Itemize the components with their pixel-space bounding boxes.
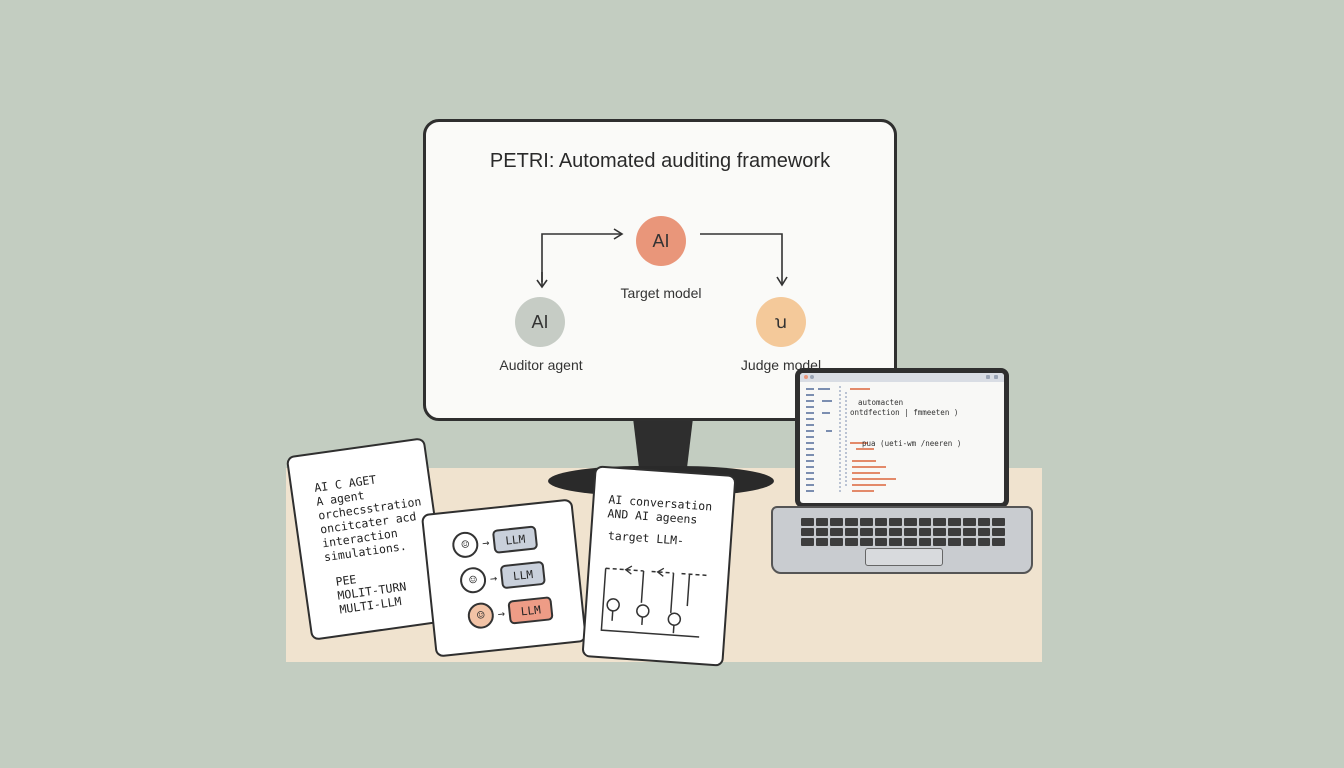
arrow-icon: → xyxy=(489,570,498,586)
judge-icon: ꭒ xyxy=(774,312,788,332)
user-icon: ☺ xyxy=(466,601,496,630)
conversation-sketch xyxy=(600,565,710,638)
target-model-node: AI xyxy=(636,216,686,266)
card-subtitle: target LLM- xyxy=(607,528,685,548)
laptop-base xyxy=(771,506,1033,574)
laptop-screen: automacten ontdfection | fmmeeten ) pua … xyxy=(795,368,1009,508)
target-model-label: Target model xyxy=(620,285,702,301)
ai-icon: AI xyxy=(531,311,549,332)
arrow-target-to-judge xyxy=(700,233,783,284)
editor-titlebar xyxy=(800,373,1004,382)
judge-model-node: ꭒ xyxy=(756,297,806,347)
code-lines xyxy=(806,386,896,494)
llm-users-card: ☺ → LLM ☺ → LLM ☺ → LLM xyxy=(420,498,588,658)
code-line: automacten xyxy=(858,398,904,407)
flow-arrows xyxy=(536,228,788,289)
llm-chip: LLM xyxy=(492,525,539,554)
ai-conversation-card: AI conversation AND AI ageens target LLM… xyxy=(581,465,737,667)
user-icon: ☺ xyxy=(458,565,488,595)
arrow-icon: → xyxy=(496,606,506,621)
keyboard xyxy=(801,518,1005,546)
arrow-auditor-to-target xyxy=(541,233,622,282)
llm-chip: LLM xyxy=(499,560,547,590)
llm-chip: LLM xyxy=(507,596,554,625)
llm-row: ☺ → LLM xyxy=(466,595,554,630)
llm-row: ☺ → LLM xyxy=(451,524,539,560)
code-line: ontdfection | fmmeeten ) xyxy=(850,408,959,417)
code-editor: automacten ontdfection | fmmeeten ) pua … xyxy=(800,373,1004,503)
trackpad xyxy=(865,548,943,566)
auditor-agent-node: AI xyxy=(515,297,565,347)
ai-icon: AI xyxy=(652,230,670,251)
arrow-icon: → xyxy=(481,535,491,551)
code-line: pua (ueti-wm /neeren ) xyxy=(862,439,962,448)
llm-row: ☺ → LLM xyxy=(458,560,547,595)
user-icon: ☺ xyxy=(451,530,480,560)
auditor-agent-label: Auditor agent xyxy=(499,357,583,373)
monitor-title: PETRI: Automated auditing framework xyxy=(489,150,831,172)
